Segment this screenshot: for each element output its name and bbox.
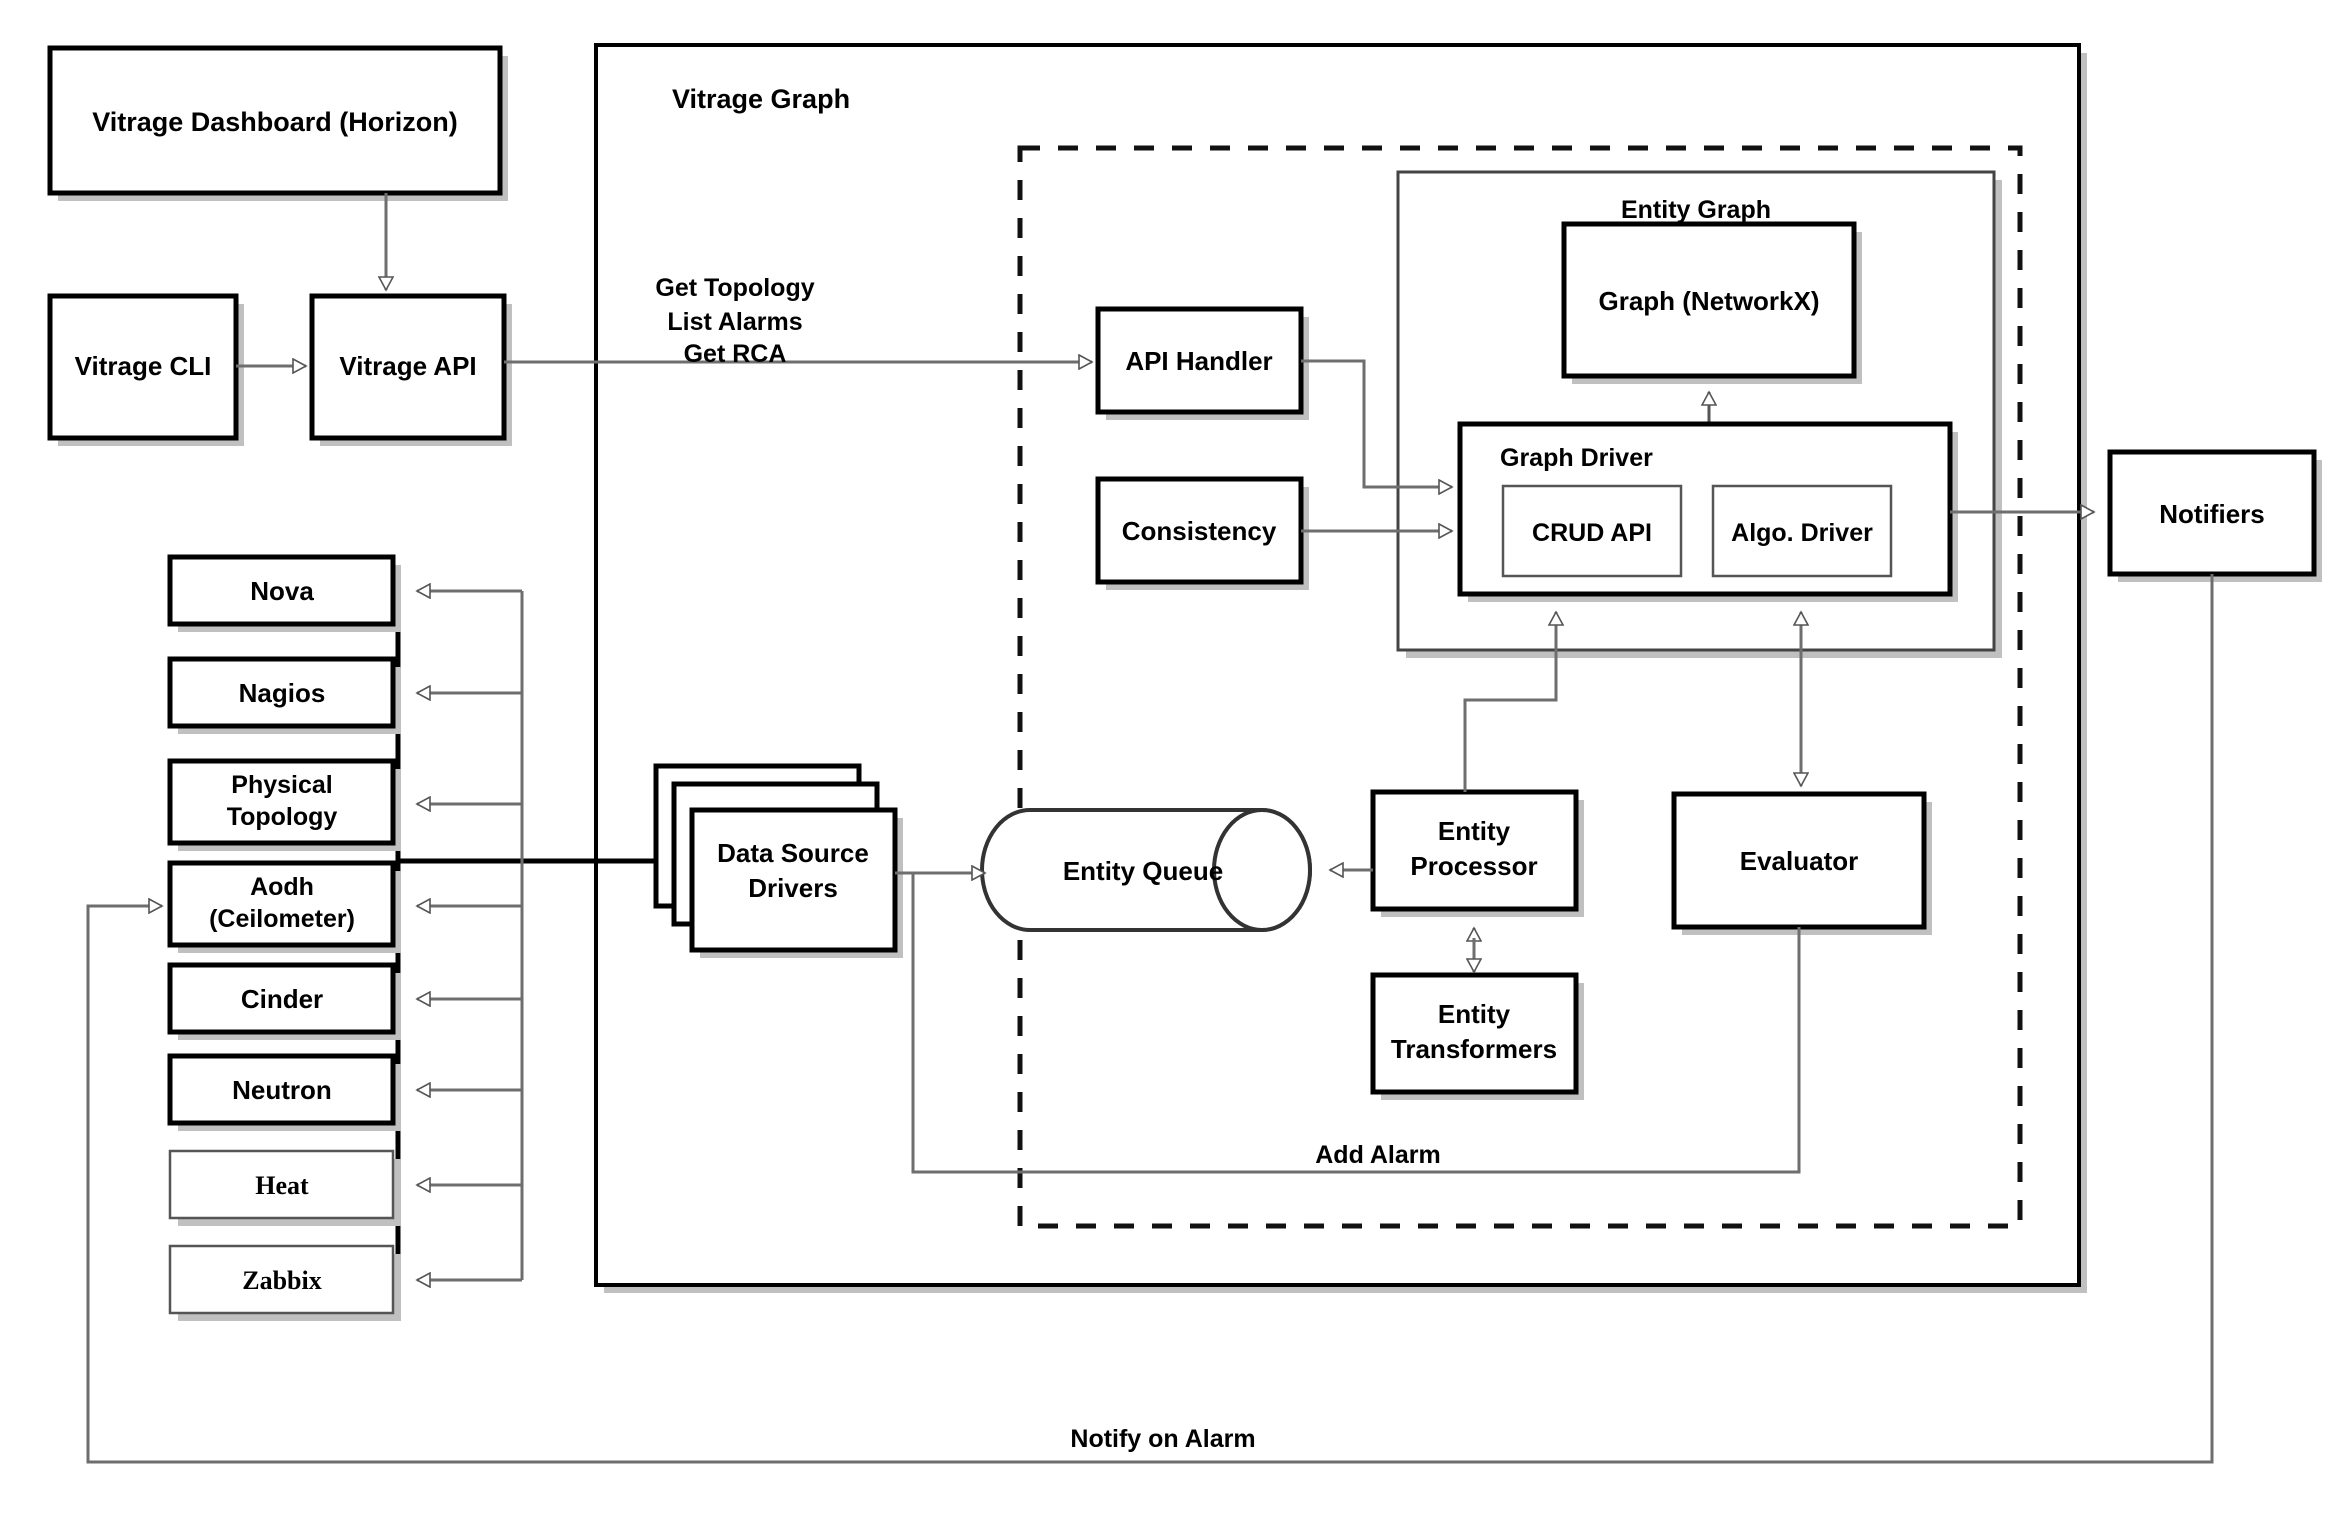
evaluator-node[interactable] <box>1671 791 1932 935</box>
notify-on-alarm-label: Notify on Alarm <box>1070 1425 1255 1453</box>
entity-transformers-label-line1: Entity <box>1438 999 1511 1029</box>
vitrage-graph-label: Vitrage Graph <box>672 84 850 114</box>
datasource-label-neutron: Neutron <box>232 1075 332 1105</box>
vitrage-api-node[interactable] <box>309 293 512 446</box>
data-source-drivers-label-line1: Data Source <box>717 838 869 868</box>
notifiers-node[interactable] <box>2107 449 2322 582</box>
api-handler-label: API Handler <box>1125 346 1272 376</box>
vitrage-dashboard-label: Vitrage Dashboard (Horizon) <box>92 107 458 137</box>
datasource-box-physical-topology[interactable] <box>167 758 401 851</box>
datasource-box-nagios[interactable] <box>167 656 401 734</box>
graph-networkx-node[interactable] <box>1561 221 1862 384</box>
vitrage-dashboard-node[interactable] <box>47 45 508 201</box>
entity-processor-node[interactable] <box>1370 789 1584 917</box>
datasource-label-aodh-line1: Aodh <box>250 873 314 901</box>
datasource-label-nagios: Nagios <box>239 678 326 708</box>
graph-networkx-label: Graph (NetworkX) <box>1598 286 1819 316</box>
edge-label-get-rca: Get RCA <box>684 340 787 368</box>
crud-api-label: CRUD API <box>1532 519 1652 547</box>
consistency-label: Consistency <box>1122 516 1277 546</box>
entity-transformers-node[interactable] <box>1370 972 1584 1100</box>
edge-label-get-topology: Get Topology <box>655 274 814 302</box>
datasource-label-aodh-line2: (Ceilometer) <box>209 905 355 933</box>
datasource-box-cinder[interactable] <box>167 962 401 1040</box>
datasource-label-heat: Heat <box>255 1171 309 1200</box>
data-source-drivers-label-line2: Drivers <box>748 873 838 903</box>
crud-api-node[interactable] <box>1501 484 1683 578</box>
graph-driver-label: Graph Driver <box>1500 444 1653 472</box>
datasource-label-nova: Nova <box>250 576 314 606</box>
entity-transformers-label-line2: Transformers <box>1391 1034 1557 1064</box>
data-source-drivers-node[interactable] <box>653 763 903 958</box>
datasource-label-cinder: Cinder <box>241 984 323 1014</box>
datasource-label-physical-topology-line2: Topology <box>227 803 338 831</box>
consistency-node[interactable] <box>1095 476 1309 590</box>
datasource-box-neutron[interactable] <box>167 1053 401 1131</box>
algo-driver-label: Algo. Driver <box>1731 519 1873 547</box>
datasource-box-aodh[interactable] <box>167 860 401 953</box>
dashed-subsystem-boundary <box>1017 145 2023 1229</box>
entity-queue-node[interactable] <box>980 808 1312 932</box>
entity-graph-label: Entity Graph <box>1621 196 1771 224</box>
entity-processor-label-line1: Entity <box>1438 816 1511 846</box>
api-handler-node[interactable] <box>1095 306 1309 420</box>
datasource-label-physical-topology-line1: Physical <box>231 771 332 799</box>
add-alarm-label: Add Alarm <box>1315 1141 1440 1169</box>
vitrage-api-label: Vitrage API <box>339 351 476 381</box>
evaluator-label: Evaluator <box>1740 846 1859 876</box>
algo-driver-node[interactable] <box>1711 484 1893 578</box>
edge-label-list-alarms: List Alarms <box>667 308 802 336</box>
vitrage-cli-node[interactable] <box>47 293 244 446</box>
datasource-label-zabbix: Zabbix <box>242 1266 322 1295</box>
datasource-box-zabbix[interactable] <box>168 1244 401 1321</box>
datasource-box-nova[interactable] <box>167 554 401 632</box>
vitrage-cli-label: Vitrage CLI <box>75 351 212 381</box>
entity-queue-label: Entity Queue <box>1063 856 1223 886</box>
entity-processor-label-line2: Processor <box>1410 851 1537 881</box>
datasource-box-heat[interactable] <box>168 1149 401 1226</box>
notifiers-label: Notifiers <box>2159 499 2264 529</box>
